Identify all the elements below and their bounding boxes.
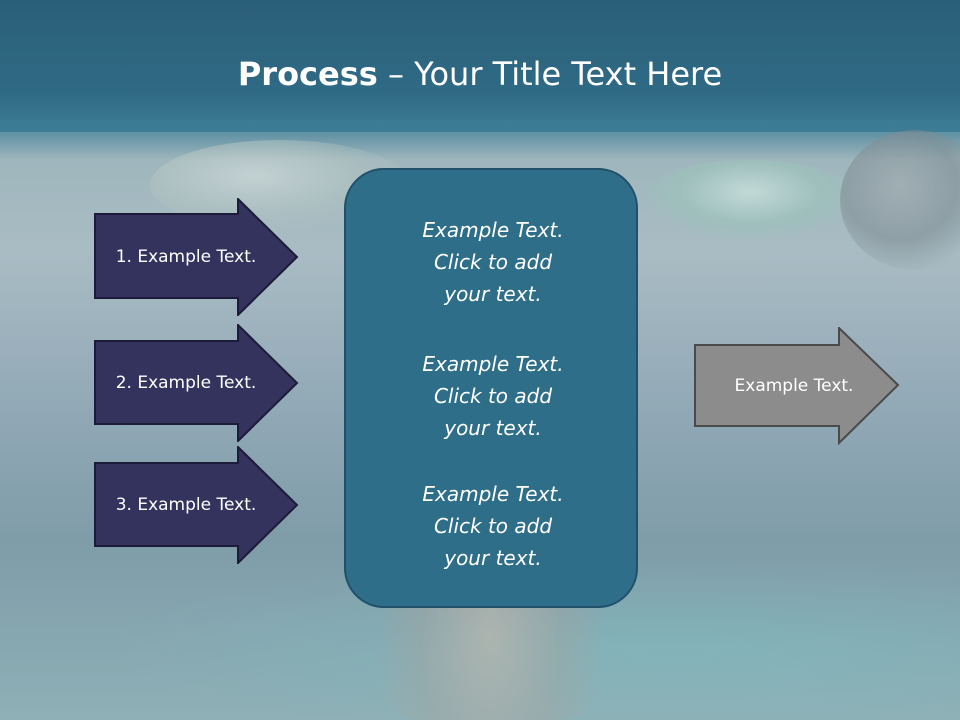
output-arrow[interactable]: Example Text. xyxy=(694,327,900,445)
arrow-shape xyxy=(94,198,299,316)
process-arrow-label: 2. Example Text. xyxy=(115,373,257,393)
background-rock xyxy=(640,160,860,240)
background-rock xyxy=(840,130,960,270)
center-text-block-3: Example Text. Click to add your text. xyxy=(422,482,564,570)
slide-title[interactable]: Process – Your Title Text Here xyxy=(0,52,960,96)
slide-title-rest: – Your Title Text Here xyxy=(377,55,723,93)
process-arrow-2[interactable]: 2. Example Text. xyxy=(94,324,299,442)
center-content-box[interactable]: Example Text. Click to add your text. Ex… xyxy=(344,168,638,608)
process-arrow-3[interactable]: 3. Example Text. xyxy=(94,446,299,564)
title-band-fade xyxy=(0,120,960,160)
arrow-shape xyxy=(94,446,299,564)
output-arrow-label: Example Text. xyxy=(734,376,854,396)
slide-title-bold: Process xyxy=(237,55,378,93)
process-arrow-1[interactable]: 1. Example Text. xyxy=(94,198,299,316)
center-text-block-2: Example Text. Click to add your text. xyxy=(422,352,564,440)
process-arrow-label: 3. Example Text. xyxy=(115,495,257,515)
arrow-shape xyxy=(694,327,900,445)
process-arrow-label: 1. Example Text. xyxy=(115,247,257,267)
title-band xyxy=(0,0,960,132)
center-text-block-1: Example Text. Click to add your text. xyxy=(422,218,564,306)
arrow-shape xyxy=(94,324,299,442)
